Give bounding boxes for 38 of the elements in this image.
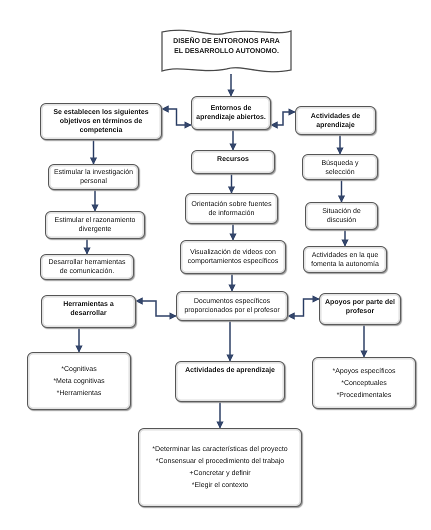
arrow [91, 190, 99, 212]
arrow [226, 321, 234, 362]
arrow [229, 224, 237, 241]
arrow [229, 130, 237, 151]
double-arrow [135, 297, 177, 320]
process-box [303, 246, 387, 273]
process-box [48, 164, 139, 190]
arrow [83, 239, 91, 255]
arrow [216, 402, 224, 429]
process-box [191, 96, 271, 130]
arrow [228, 274, 236, 292]
double-arrow [270, 108, 296, 129]
process-box [138, 428, 302, 507]
process-box [295, 106, 376, 135]
process-box [319, 293, 401, 325]
arrow [228, 174, 236, 194]
double-arrow [287, 295, 320, 320]
process-box [302, 154, 378, 180]
process-box [305, 202, 378, 230]
arrow [338, 180, 346, 203]
arrow [227, 74, 235, 97]
process-box [180, 240, 286, 274]
double-arrow [161, 105, 192, 129]
process-box [312, 357, 416, 409]
process-box [176, 291, 288, 321]
arrow [75, 328, 83, 353]
arrow [90, 140, 98, 165]
process-box [191, 150, 275, 174]
arrow [336, 135, 344, 155]
process-box [40, 103, 162, 140]
process-box [45, 211, 145, 239]
arrow [360, 325, 368, 358]
process-box [40, 254, 134, 280]
process-box [41, 295, 136, 328]
process-box [175, 361, 285, 402]
arrow [341, 230, 349, 247]
process-box [185, 193, 278, 224]
process-box [27, 352, 131, 410]
